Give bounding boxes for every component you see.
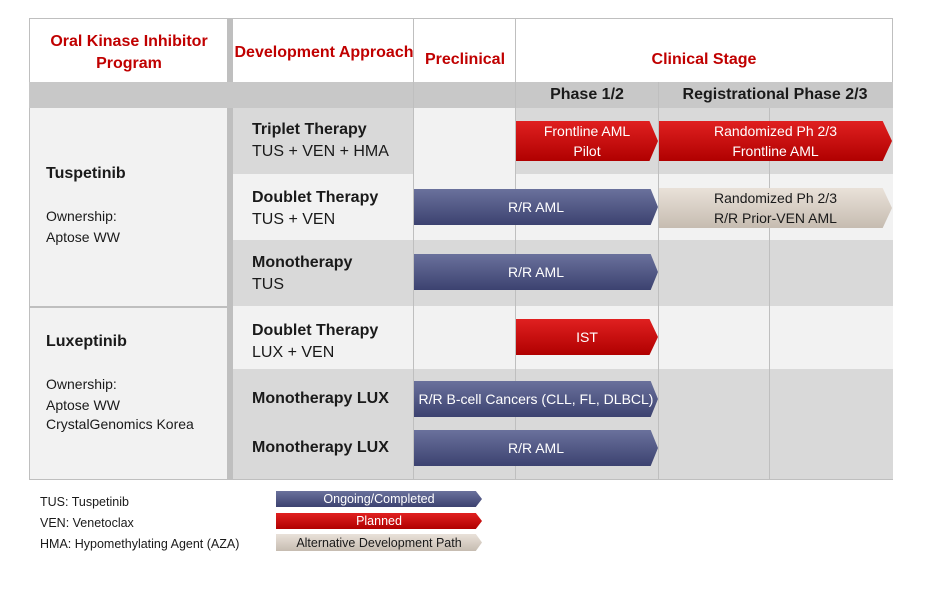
- cell-bg: [414, 108, 516, 174]
- header-phase-1-2: Phase 1/2: [550, 86, 624, 103]
- approach-title: Monotherapy: [252, 254, 353, 271]
- approach-title: Triplet Therapy: [252, 121, 367, 138]
- bar-label: R/R AML: [507, 440, 564, 456]
- bar-randomized-prior-ven: Randomized Ph 2/3 R/R Prior-VEN AML: [659, 188, 892, 228]
- approach-cell: Triplet Therapy TUS + VEN + HMA: [252, 119, 389, 163]
- abbreviation: HMA: Hypomethylating Agent (AZA): [40, 537, 240, 551]
- gridline: [658, 82, 659, 480]
- header-program: Oral Kinase Inhibitor Program: [50, 33, 208, 72]
- legend-planned: Planned: [276, 513, 482, 529]
- legend-label: Alternative Development Path: [296, 535, 462, 550]
- bar-frontline-aml-pilot: Frontline AML Pilot: [516, 121, 658, 161]
- gridline: [413, 18, 414, 480]
- legend-label: Planned: [356, 514, 402, 528]
- bar-label: Randomized Ph 2/3 R/R Prior-VEN AML: [714, 190, 837, 226]
- bar-rr-aml-mono-lux: R/R AML: [414, 430, 658, 466]
- bar-label: Frontline AML Pilot: [543, 123, 631, 159]
- approach-title: Doublet Therapy: [252, 189, 379, 206]
- abbreviation: TUS: Tuspetinib: [40, 495, 129, 509]
- approach-cell: Doublet Therapy LUX + VEN: [252, 320, 378, 364]
- program-name: Tuspetinib: [46, 165, 126, 182]
- bar-rr-aml-mono-tus: R/R AML: [414, 254, 658, 290]
- header-phase-2-3: Registrational Phase 2/3: [682, 86, 868, 103]
- bar-rr-aml-doublet: R/R AML: [414, 189, 658, 225]
- program-name: Luxeptinib: [46, 333, 127, 350]
- approach-sub: TUS + VEN + HMA: [252, 143, 389, 160]
- legend-ongoing: Ongoing/Completed: [276, 491, 482, 507]
- header-approach: Development Approach: [234, 44, 414, 61]
- bar-rr-bcell: R/R B-cell Cancers (CLL, FL, DLBCL): [414, 381, 658, 417]
- approach-title: Monotherapy LUX: [252, 390, 389, 407]
- owner: Aptose WW: [46, 229, 120, 245]
- program-cell-tuspetinib: [30, 108, 227, 306]
- ownership-label: Ownership:: [46, 208, 117, 224]
- bar-ist: IST: [516, 319, 658, 355]
- abbreviation: VEN: Venetoclax: [40, 516, 134, 530]
- gridline: [515, 18, 516, 480]
- approach-title: Doublet Therapy: [252, 322, 379, 339]
- legend-label: Ongoing/Completed: [323, 492, 435, 506]
- gridline: [769, 108, 770, 480]
- owner: CrystalGenomics Korea: [46, 416, 194, 432]
- approach-cell: Monotherapy TUS: [252, 252, 352, 296]
- divider: [227, 18, 233, 480]
- owner: Aptose WW: [46, 397, 120, 413]
- bar-label: R/R B-cell Cancers (CLL, FL, DLBCL): [418, 391, 654, 407]
- phase-band: [29, 82, 893, 108]
- ownership-label: Ownership:: [46, 376, 117, 392]
- approach-sub: TUS: [252, 276, 284, 293]
- program-divider: [30, 306, 227, 308]
- header-clinical-stage: Clinical Stage: [651, 51, 757, 68]
- bar-label: Randomized Ph 2/3 Frontline AML: [714, 123, 837, 159]
- legend-alternative: Alternative Development Path: [276, 534, 482, 551]
- approach-sub: TUS + VEN: [252, 211, 336, 228]
- program-cell-luxeptinib: [30, 308, 227, 479]
- header-preclinical: Preclinical: [424, 51, 506, 68]
- bar-randomized-frontline: Randomized Ph 2/3 Frontline AML: [659, 121, 892, 161]
- bar-label: R/R AML: [507, 199, 564, 215]
- approach-cell: Doublet Therapy TUS + VEN: [252, 187, 378, 231]
- bar-label: IST: [576, 329, 598, 345]
- bar-label: R/R AML: [507, 264, 564, 280]
- approach-title: Monotherapy LUX: [252, 439, 389, 456]
- approach-sub: LUX + VEN: [252, 344, 335, 361]
